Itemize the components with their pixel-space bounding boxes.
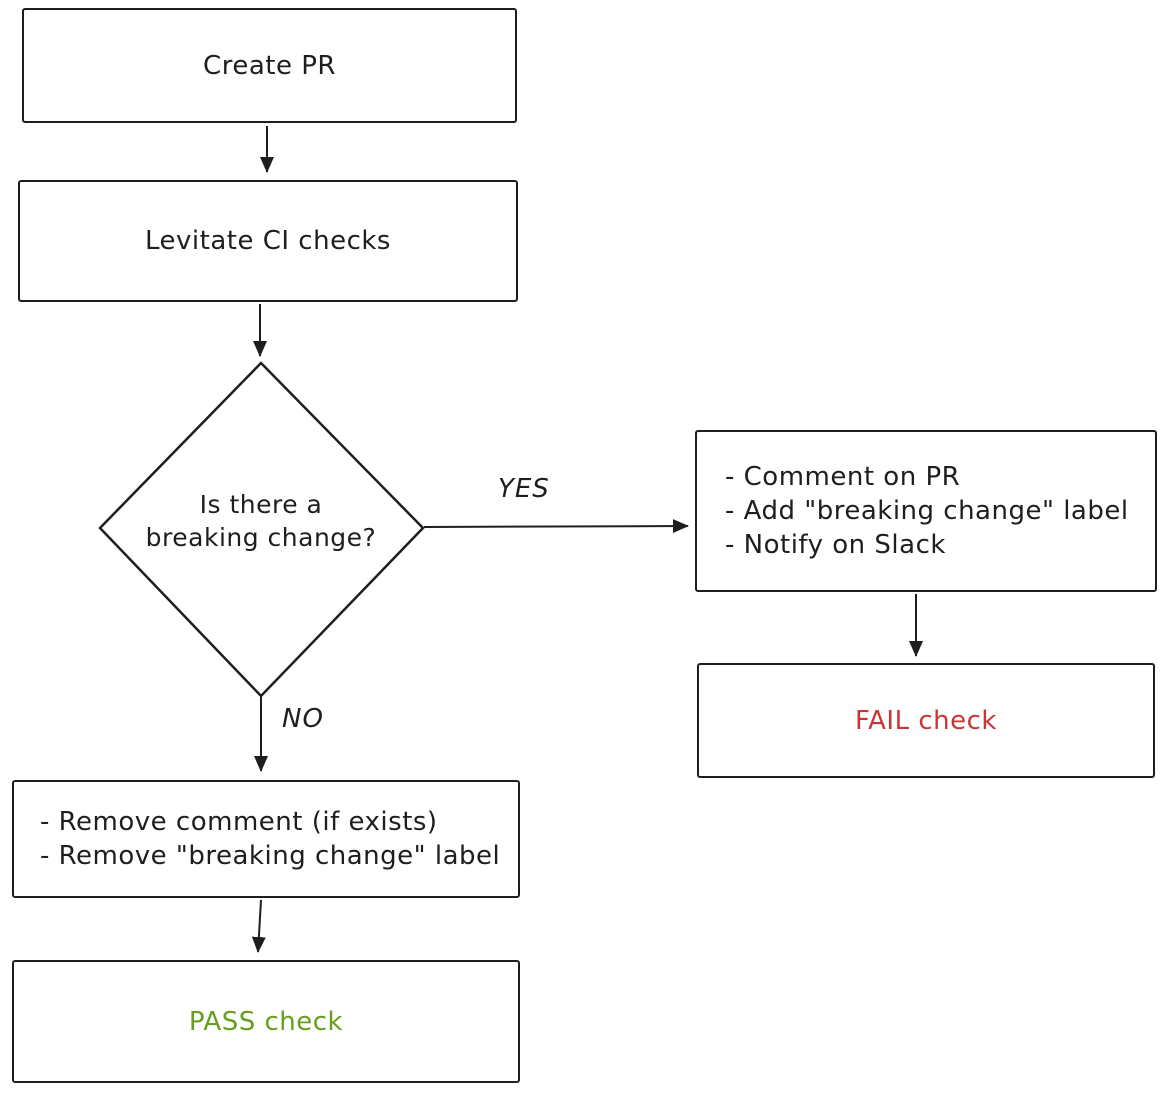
decision-label-line1: Is there a [199,490,323,519]
yes-action-add-label: - Add "breaking change" label [725,496,1129,526]
node-pass-check-label: PASS check [188,1006,344,1037]
node-create-pr: Create PR [22,8,517,123]
arrow-decision-yes [423,519,689,534]
node-no-actions: - Remove comment (if exists) - Remove "b… [12,780,520,898]
node-pass-check: PASS check [12,960,520,1083]
edge-label-no: NO [282,704,324,734]
yes-action-comment: - Comment on PR [725,462,961,492]
edge-label-yes: YES [498,474,550,504]
no-action-remove-label: - Remove "breaking change" label [40,841,501,871]
decision-label-line2: breaking change? [145,523,377,552]
node-fail-check: FAIL check [697,663,1155,778]
node-levitate-ci-checks-label: Levitate CI checks [145,226,391,256]
arrow-noactions-to-pass [251,899,266,953]
yes-action-notify-slack: - Notify on Slack [725,530,946,560]
node-create-pr-label: Create PR [203,50,336,81]
node-fail-check-label: FAIL check [855,705,997,736]
node-decision-label: Is there a breaking change? [111,488,411,554]
node-yes-actions: - Comment on PR - Add "breaking change" … [695,430,1157,592]
no-action-remove-comment: - Remove comment (if exists) [40,807,438,837]
node-levitate-ci-checks: Levitate CI checks [18,180,518,302]
decision-diamond-shape [98,361,425,698]
